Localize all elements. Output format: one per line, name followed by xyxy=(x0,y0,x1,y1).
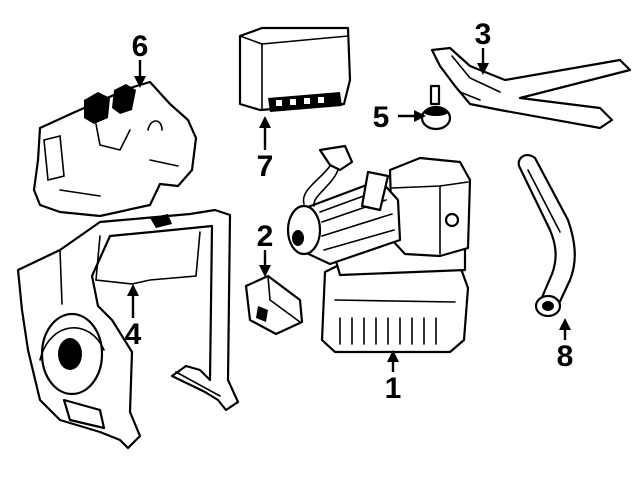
callout-1: 1 xyxy=(385,372,402,405)
leader-lines xyxy=(127,48,571,372)
callout-5: 5 xyxy=(373,101,390,134)
part-8-hose xyxy=(517,153,576,318)
part-2-sensor xyxy=(244,274,304,336)
part-7-relay xyxy=(238,26,352,112)
part-4-mounting-frame xyxy=(16,208,240,450)
callout-7: 7 xyxy=(257,150,274,183)
callout-8: 8 xyxy=(557,340,574,373)
part-3-bracket xyxy=(430,46,632,130)
part-5-bolt xyxy=(420,84,452,131)
part-1-pump-motor-assembly xyxy=(286,144,472,354)
callout-2: 2 xyxy=(257,220,274,253)
callout-4: 4 xyxy=(125,318,142,351)
callout-6: 6 xyxy=(132,30,149,63)
part-6-control-module xyxy=(32,80,198,218)
callout-3: 3 xyxy=(475,18,492,51)
